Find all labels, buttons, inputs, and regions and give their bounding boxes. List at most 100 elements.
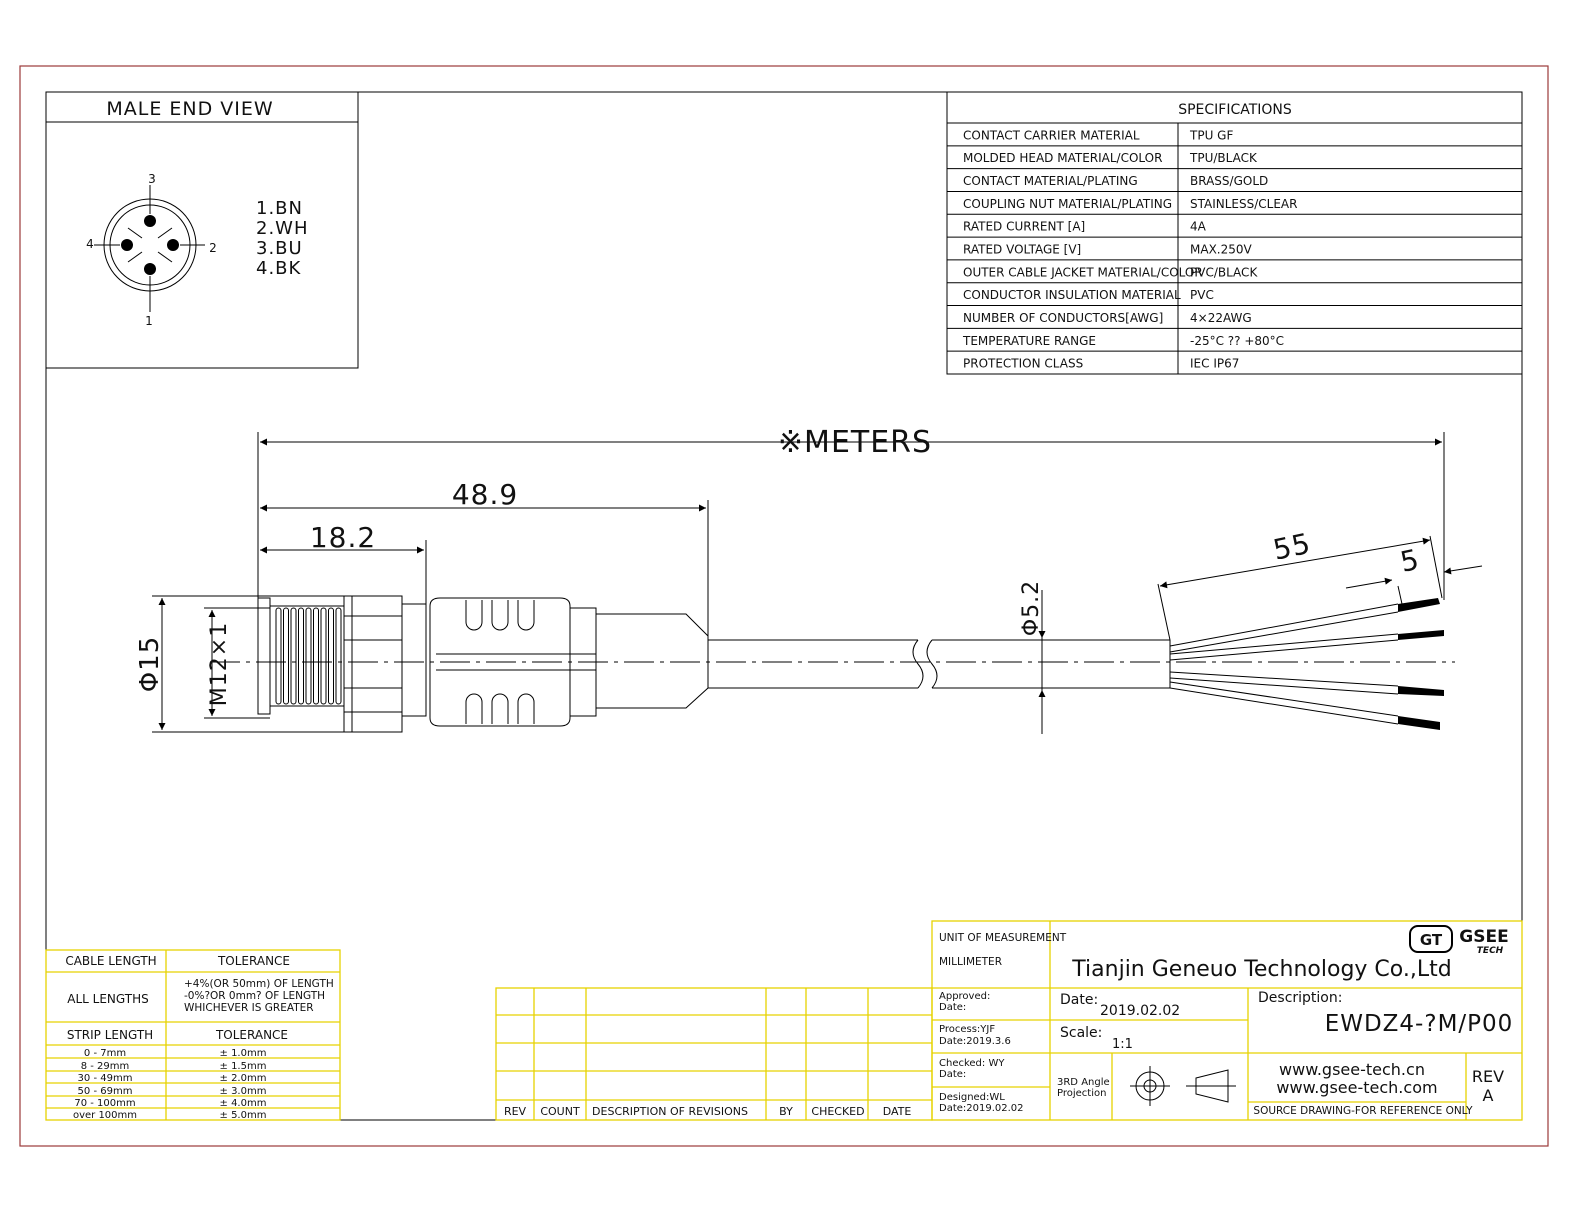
spec-label: CONTACT MATERIAL/PLATING [963,174,1138,188]
pin-label-3: 3 [148,172,156,186]
unit-label: UNIT OF MEASUREMENT [939,932,1067,944]
logo-sub: TECH [1477,946,1504,956]
rev-value: A [1483,1086,1494,1105]
scale-label: Scale: [1060,1025,1102,1041]
connector-face [94,185,205,312]
pin-1 [144,263,156,275]
approved-date: Date: [939,1002,966,1013]
dim-strip-5: 5 [1397,543,1422,579]
projection-symbol-icon [1130,1066,1236,1106]
pin-color-3: 3.BU [256,238,303,259]
rev-col-date: DATE [883,1105,912,1118]
pin-color-4: 4.BK [256,258,302,279]
spec-value: 4A [1190,220,1207,234]
projection-line-1: 3RD Angle [1057,1077,1110,1088]
title-block [931,920,1523,1121]
strip-range-5: 70 - 100mm [74,1098,135,1109]
thread-ridge [320,607,327,705]
designed-date: Date:2019.02.02 [939,1103,1024,1114]
spec-value: TPU/BLACK [1189,151,1258,165]
website-1: www.gsee-tech.cn [1279,1060,1425,1079]
strip-tol-3: ± 2.0mm [220,1073,267,1084]
pin-label-4: 4 [86,237,94,251]
tolerance-table: CABLE LENGTH TOLERANCE ALL LENGTHS +4%(O… [45,949,341,1121]
dim-diameter-15: Φ15 [135,636,165,693]
dimension-lines [152,432,1483,734]
description-label: Description: [1258,990,1342,1006]
revisions-table: REV COUNT DESCRIPTION OF REVISIONS BY CH… [495,987,933,1121]
tol-col-cable-length: CABLE LENGTH [65,954,156,968]
approved-label: Approved: [939,991,990,1002]
spec-label: NUMBER OF CONDUCTORS[AWG] [963,311,1163,325]
pin-label-2: 2 [209,241,217,255]
rev-col-checked: CHECKED [811,1105,864,1118]
dim-18-2: 18.2 [310,521,376,554]
spec-value: MAX.250V [1190,243,1253,257]
description-value: EWDZ4-?M/P00 [1325,1011,1514,1037]
strip-tol-1: ± 1.0mm [220,1048,267,1059]
pin-3 [144,215,156,227]
spec-label: RATED VOLTAGE [V] [963,243,1081,257]
scale-value: 1:1 [1112,1037,1133,1052]
strip-range-6: over 100mm [73,1110,137,1121]
male-end-view-title: MALE END VIEW [106,98,273,120]
tol-all-line-1: +4%(OR 50mm) OF LENGTH [184,978,334,990]
dim-overall-length: ※METERS [778,425,932,460]
thread-ridge [335,607,342,705]
strip-tol-5: ± 4.0mm [220,1098,267,1109]
tol-col-strip-length: STRIP LENGTH [67,1028,153,1042]
spec-label: OUTER CABLE JACKET MATERIAL/COLOR [963,265,1203,279]
strip-range-3: 30 - 49mm [78,1073,133,1084]
thread-ridge [275,607,282,705]
spec-label: RATED CURRENT [A] [963,220,1085,234]
tol-all-line-3: WHICHEVER IS GREATER [184,1002,314,1014]
source-note: SOURCE DRAWING-FOR REFERENCE ONLY [1253,1105,1473,1117]
logo-name: GSEE [1459,927,1508,947]
pin-label-1: 1 [145,314,153,328]
company-name: Tianjin Geneuo Technology Co.,Ltd [1071,957,1451,982]
thread-ridge [283,607,289,705]
tol-col-strip-tolerance: TOLERANCE [215,1028,288,1042]
rev-col-by: BY [779,1105,793,1118]
spec-value: 4×22AWG [1190,311,1252,325]
rev-label: REV [1472,1067,1504,1086]
website-2: www.gsee-tech.com [1276,1078,1437,1097]
projection-line-2: Projection [1057,1088,1106,1099]
outer-border [19,65,1549,1147]
pin-color-2: 2.WH [256,218,309,239]
strip-tol-4: ± 3.0mm [220,1086,267,1097]
rev-col-description: DESCRIPTION OF REVISIONS [592,1105,748,1118]
process-date: Date:2019.3.6 [939,1036,1011,1047]
rev-col-count: COUNT [540,1105,580,1118]
company-logo: GT GSEE TECH [1409,925,1509,956]
pin-color-1: 1.BN [256,198,303,219]
spec-label: TEMPERATURE RANGE [962,334,1096,348]
thread-ridge [328,607,334,705]
male-end-view-panel: MALE END VIEW 3 2 1 4 1.BN 2.WH 3.BU 4.B… [45,91,359,369]
unit-value: MILLIMETER [939,956,1002,968]
strip-tol-2: ± 1.5mm [220,1061,267,1072]
spec-value: IEC IP67 [1190,357,1239,371]
checked-label: Checked: WY [939,1058,1005,1069]
designed-label: Designed:WL [939,1092,1005,1103]
dim-strip-55: 55 [1270,527,1314,567]
logo-mark: GT [1420,931,1443,949]
thread-ridge [305,607,312,705]
date-label: Date: [1060,992,1098,1008]
spec-label: CONTACT CARRIER MATERIAL [963,128,1140,142]
tol-all-line-2: -0%?OR 0mm? OF LENGTH [184,990,325,1002]
pin-2 [167,239,179,251]
spec-value: BRASS/GOLD [1190,174,1268,188]
process-label: Process:YJF [939,1024,995,1035]
spec-value: STAINLESS/CLEAR [1190,197,1297,211]
spec-label: MOLDED HEAD MATERIAL/COLOR [963,151,1162,165]
tol-all-lengths: ALL LENGTHS [67,992,148,1006]
spec-value: PVC/BLACK [1190,265,1258,279]
checked-date: Date: [939,1069,966,1080]
connector-drawing [210,595,1455,733]
spec-label: PROTECTION CLASS [963,357,1083,371]
thread-ridge [313,607,319,705]
spec-value: -25°C ?? +80°C [1190,334,1284,348]
